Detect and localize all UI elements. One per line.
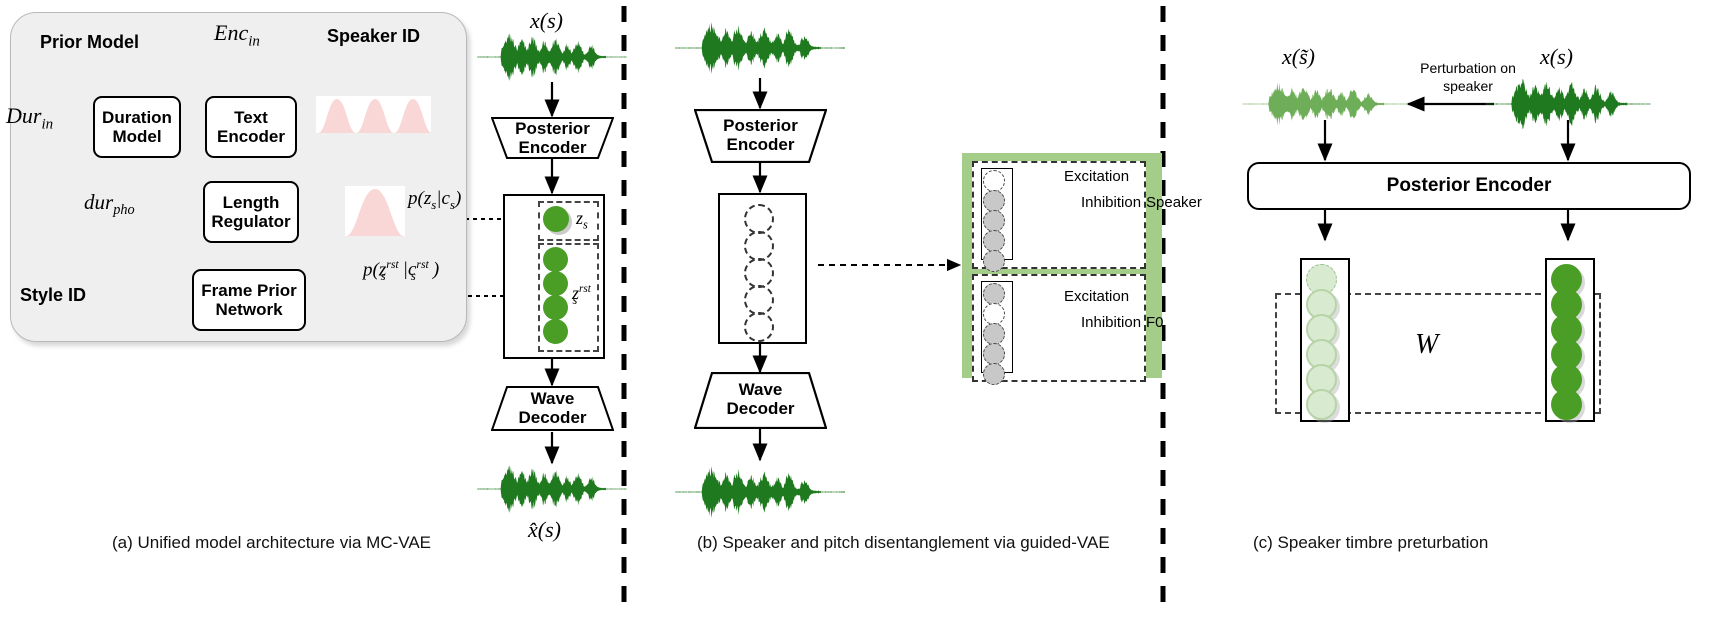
panel-a-wave-decoder-label: Wave Decoder (518, 389, 587, 428)
panel-b-posterior-encoder-shape[interactable] (694, 109, 827, 163)
frame-prior-network-line2: Network (215, 300, 283, 319)
panel-b-caption: (b) Speaker and pitch disentanglement vi… (697, 533, 1110, 552)
dur-pho-label: durpho (84, 190, 135, 219)
waveform-a-output (477, 465, 627, 513)
perturbation-label-line2: speaker (1443, 77, 1493, 94)
speaker-gaussian-row (316, 96, 431, 133)
guided-f0-nodes (983, 283, 1005, 385)
guided-speaker-nodes (983, 170, 1005, 272)
duration-model-block[interactable]: Duration Model (93, 96, 181, 158)
length-regulator-block[interactable]: Length Regulator (203, 181, 299, 243)
panel-a-posterior-encoder-shape[interactable] (491, 117, 614, 159)
guided-f0-excitation-label: Excitation (1064, 288, 1130, 305)
panel-c-perturbed-wave-label: x(s̃) (1282, 44, 1315, 69)
panel-a-input-wave-label: x(s) (530, 8, 563, 33)
prior-dist-zs-label: p(zs|cs) (408, 188, 462, 212)
guided-speaker-excitation-label: Excitation (1064, 168, 1130, 185)
panel-a-zs-cell (538, 201, 599, 241)
panel-b-posterior-encoder-label: Posterior Encoder (723, 116, 798, 155)
waveform-c-perturbed (1242, 82, 1408, 126)
panel-c-weight-label: W (1415, 329, 1439, 360)
enc-in-label: Encin (214, 20, 260, 50)
guided-speaker-inhibition-label: Inhibition (1081, 194, 1142, 211)
panel-a-zs-label: zs (576, 208, 588, 232)
prior-model-label: Prior Model (40, 32, 140, 52)
guided-speaker-group-label: Speaker (1146, 194, 1202, 211)
duration-model-line1: Duration (102, 107, 172, 127)
duration-model-line2: Model (112, 127, 162, 146)
style-id-label: Style ID (20, 285, 87, 305)
panel-a-zrst-circles (543, 247, 571, 345)
speaker-gaussian-single (345, 186, 405, 236)
panel-c-posterior-encoder-label: Posterior Encoder (1386, 175, 1552, 197)
panel-a-output-wave-label: x̂(s) (528, 517, 561, 542)
perturbation-label-line1: Perturbation on (1420, 60, 1516, 76)
text-encoder-line1: Text (234, 107, 268, 127)
speaker-id-label: Speaker ID (326, 26, 421, 46)
panel-a-wave-decoder-shape[interactable] (491, 386, 614, 431)
dur-in-label: Durin (6, 103, 54, 133)
panel-c-right-latent-circles (1551, 264, 1585, 420)
panel-c-left-latent-circles (1306, 264, 1340, 420)
waveform-a-input (477, 33, 627, 81)
guided-f0-inhibition-label: Inhibition (1081, 314, 1142, 331)
panel-a-zs-circle (543, 206, 569, 232)
waveform-b-input (675, 22, 845, 74)
panel-b-latent-circles (744, 204, 776, 342)
panel-c-caption: (c) Speaker timbre preturbation (1253, 533, 1489, 552)
text-encoder-line2: Encoder (216, 127, 286, 146)
guided-f0-group-label: F0 (1146, 314, 1164, 331)
length-regulator-line2: Regulator (211, 212, 291, 231)
waveform-c-source (1485, 79, 1651, 129)
text-encoder-block[interactable]: Text Encoder (205, 96, 297, 158)
panel-c-source-wave-label: x(s) (1540, 44, 1573, 69)
panel-a-caption: (a) Unified model architecture via MC-VA… (112, 533, 432, 552)
panel-a-zrst-cell (538, 243, 599, 352)
panel-c-posterior-encoder-block[interactable]: Posterior Encoder (1247, 162, 1691, 210)
frame-prior-network-line1: Frame Prior (201, 280, 297, 300)
waveform-b-output (675, 466, 845, 518)
length-regulator-line1: Length (222, 192, 280, 212)
frame-prior-network-block[interactable]: Frame Prior Network (192, 269, 306, 331)
perturbation-label: Perturbation on speaker (1398, 60, 1538, 95)
panel-a-posterior-encoder-label: Posterior Encoder (515, 119, 590, 158)
panel-a-zrst-label: zrsts (572, 283, 591, 307)
prior-dist-zrst-label: p(zrsts|crsts) (363, 258, 440, 284)
panel-b-wave-decoder-label: Wave Decoder (726, 380, 795, 419)
panel-c-w-region (1275, 293, 1601, 414)
panel-b-wave-decoder-shape[interactable] (694, 372, 827, 429)
